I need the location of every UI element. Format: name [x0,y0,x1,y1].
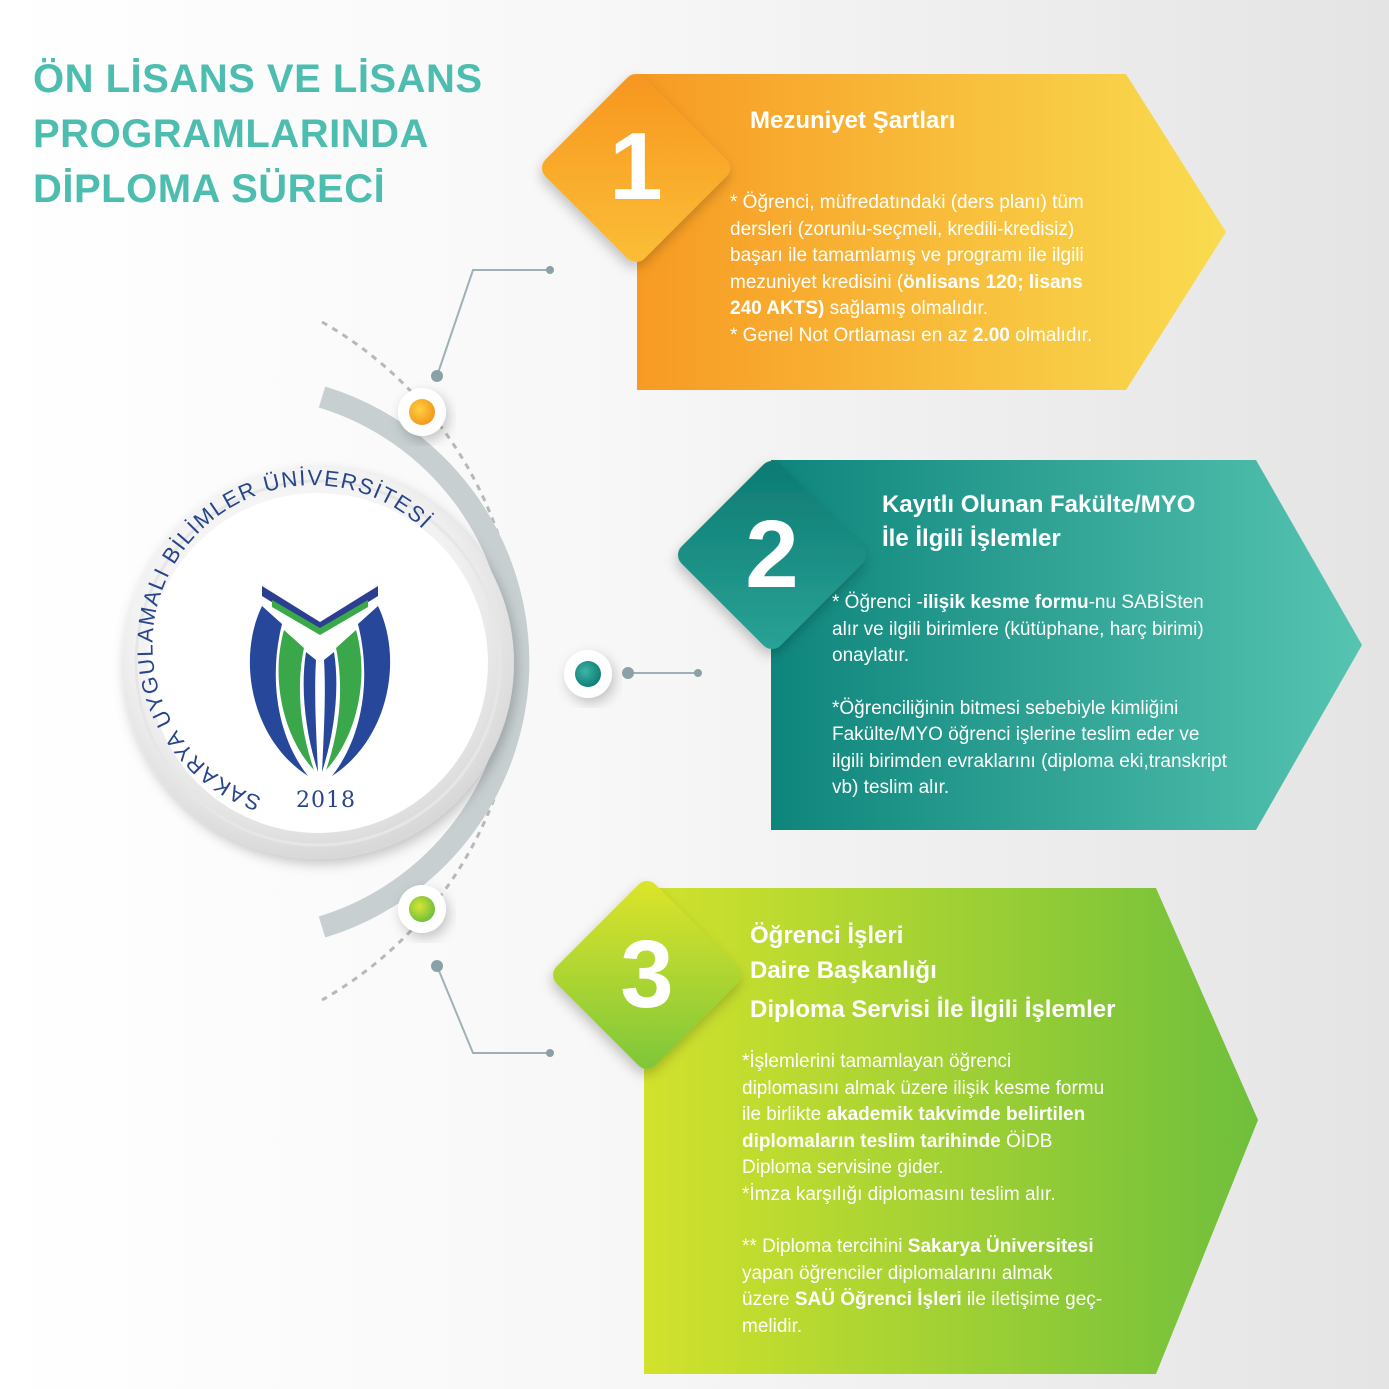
step-3-text: melidir. [742,1315,803,1337]
connector-3 [436,965,550,1054]
step-2-text: alır ve ilgili birimlere (kütüphane, har… [832,618,1204,640]
timeline-arc [318,386,530,938]
page-title: ÖN LİSANS VE LİSANS PROGRAMLARINDA DİPLO… [33,52,483,217]
step-1-line: sağlamış olmalıdır. [824,298,988,319]
step-3-text: *İşlemlerini tamamlayan öğrenci [742,1051,1012,1072]
logo-year: 2018 [296,788,356,813]
step-1-badge [541,73,731,263]
step-1-line: dersleri (zorunlu-seçmeli, kredili-kredi… [730,218,1075,240]
step-3-text: diplomasını almak üzere ilişik kesme for… [742,1077,1105,1099]
step-3-body: *İşlemlerini tamamlayan öğrenci diplomas… [742,1049,1202,1340]
step-3-badge [552,880,742,1070]
step-2-text: vb) teslim alır. [832,777,950,798]
step-3-text: üzere [742,1289,795,1310]
step-2-body: * Öğrenci -ilişik kesme formu-nu SABİSte… [832,590,1302,802]
step-2-title-line: İle İlgili İşlemler [882,525,1061,552]
step-3-text: ÖİDB [1000,1130,1053,1152]
step-2-text: *Öğrenciliğinin bitmesi sebebiyle kimliğ… [832,697,1179,719]
step-2-title: Kayıtlı Olunan Fakülte/MYO İle İlgili İş… [882,488,1195,556]
step-2-text: onaylatır. [832,645,910,666]
title-line-2: PROGRAMLARINDA [33,112,429,156]
timeline-dot-2 [564,650,612,698]
step-2-badge [677,460,867,650]
step-3-text: yapan öğrenciler diplomalarını almak [742,1262,1053,1284]
step-3-title-line: Öğrenci İşleri [750,922,904,949]
step-1-title: Mezuniyet Şartları [750,107,956,134]
step-3-card-bg [644,888,1258,1374]
step-3-number: 3 [620,921,674,1028]
step-3-text: *İmza karşılığı diplomasını teslim alır. [742,1183,1056,1205]
step-1-line: * Genel Not Ortlaması en az [730,324,973,346]
logo-disc [122,467,514,859]
step-2-form-name: ilişik kesme formu [922,592,1089,613]
title-line-3: DİPLOMA SÜRECİ [33,167,386,211]
step-1-gpa-value: 2.00 [972,324,1010,346]
step-1-line: başarı ile tamamlamış ve programı ile il… [730,245,1084,266]
step-1-credit-text: 240 AKTS) [730,298,825,319]
step-3-bold-text: Sakarya Üniversitesi [907,1236,1094,1257]
step-3-text: Diploma servisine gider. [742,1157,944,1178]
step-3-text: ile iletişime geç- [961,1289,1103,1310]
step-3-text: ** Diploma tercihini [742,1236,908,1257]
step-3-text: ile birlikte [742,1104,827,1125]
step-2-text: -nu SABİSten [1088,592,1204,613]
step-3-bold-text: SAÜ Öğrenci İşleri [794,1289,962,1310]
step-1-line: olmalıdır. [1009,324,1093,346]
connector-1 [436,269,550,377]
step-1-line: * Öğrenci, müfredatındaki (ders planı) t… [730,192,1084,213]
step-3-title-line: Diploma Servisi İle İlgili İşlemler [750,996,1116,1023]
step-2-text: ilgili birimden evraklarını (diploma eki… [832,750,1227,772]
step-1-card-bg [637,74,1226,390]
step-2-text: Fakülte/MYO öğrenci işlerine teslim eder… [832,724,1200,745]
title-line-1: ÖN LİSANS VE LİSANS [33,57,483,101]
step-3-bold-text: diplomaların teslim tarihinde [742,1130,1001,1152]
step-2-text: * Öğrenci - [832,592,923,613]
step-2-number: 2 [745,501,799,608]
step-1-body: * Öğrenci, müfredatındaki (ders planı) t… [730,190,1170,349]
step-3-bold-text: akademik takvimde belirtilen [826,1104,1086,1125]
step-3-title-line: Daire Başkanlığı [750,957,937,984]
university-emblem [249,586,391,776]
step-3-title: Öğrenci İşleri Daire Başkanlığı Diploma … [750,918,1115,1027]
step-2-card-bg [771,460,1362,830]
timeline-dot-1 [398,388,446,436]
step-2-title-line: Kayıtlı Olunan Fakülte/MYO [882,491,1196,518]
step-1-number: 1 [609,113,663,220]
timeline-dot-3 [398,885,446,933]
step-1-credit-text: önlisans 120; lisans [903,271,1083,293]
step-1-line: mezuniyet kredisini ( [730,271,904,293]
